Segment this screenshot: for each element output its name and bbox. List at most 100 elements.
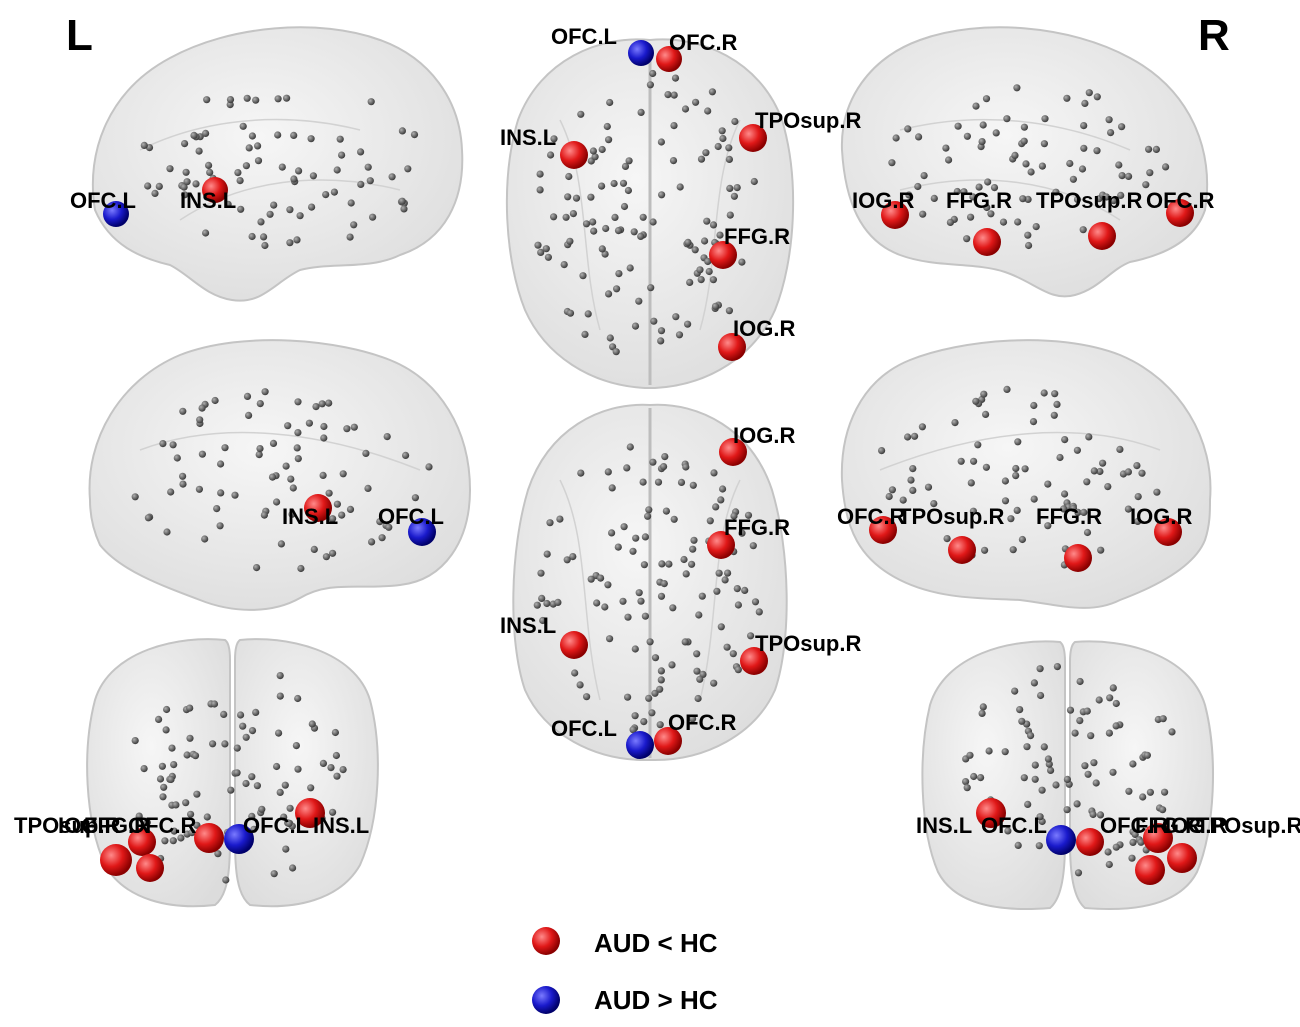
network-node: [276, 788, 284, 797]
brain-anterior-right-half: [234, 638, 379, 908]
roi-sphere-red: [709, 241, 737, 269]
network-node: [682, 570, 690, 578]
roi-label: TPOsup.R: [755, 631, 861, 656]
network-node: [1074, 869, 1083, 877]
network-node: [255, 451, 263, 459]
network-node: [631, 322, 640, 330]
network-node: [999, 218, 1008, 226]
roi-sphere-red: [1064, 544, 1092, 572]
network-node: [662, 507, 671, 515]
network-node: [282, 845, 290, 853]
network-node: [726, 211, 734, 219]
network-node: [151, 189, 159, 197]
network-node: [1093, 93, 1101, 101]
network-node: [537, 569, 545, 577]
network-node: [1087, 732, 1095, 740]
network-node: [307, 784, 315, 792]
roi-sphere-red: [560, 141, 588, 169]
roi-label: OFC.R: [128, 813, 197, 838]
network-node: [576, 681, 584, 689]
network-node: [613, 285, 621, 293]
network-node: [888, 159, 896, 167]
network-node: [1096, 811, 1105, 819]
network-node: [155, 715, 163, 724]
roi-label: IOG.R: [852, 188, 914, 213]
network-node: [981, 546, 989, 554]
network-node: [167, 775, 175, 784]
network-node: [967, 479, 975, 487]
network-node: [657, 327, 666, 335]
network-node: [143, 818, 151, 827]
network-node: [589, 147, 598, 155]
network-node: [186, 704, 194, 712]
network-node: [1003, 115, 1011, 123]
network-node: [918, 423, 927, 431]
roi-label: IOG.R: [58, 813, 120, 838]
roi-sphere-red: [128, 828, 156, 856]
network-node: [357, 180, 365, 188]
network-node: [294, 429, 302, 437]
network-node: [684, 320, 692, 328]
network-node: [690, 536, 698, 544]
network-node: [721, 576, 729, 584]
network-node: [1083, 528, 1092, 537]
network-node: [566, 309, 575, 317]
network-node: [648, 709, 656, 717]
network-node: [181, 140, 189, 148]
network-node: [163, 705, 171, 714]
network-node: [571, 669, 579, 677]
network-node: [978, 138, 986, 146]
network-node: [689, 715, 697, 723]
network-node: [402, 451, 410, 459]
network-node: [198, 450, 206, 458]
network-node: [242, 733, 250, 741]
roi-label: INS.L: [180, 188, 236, 213]
network-node: [693, 667, 701, 675]
network-node: [744, 511, 753, 519]
network-node: [892, 134, 900, 142]
network-node: [294, 455, 302, 463]
network-node: [158, 762, 166, 770]
network-node: [290, 131, 298, 139]
network-node: [195, 485, 203, 493]
roi-sphere-red: [1154, 518, 1182, 546]
network-node: [333, 500, 341, 508]
network-node: [712, 503, 720, 511]
network-node: [1001, 477, 1010, 485]
network-node: [1102, 193, 1111, 201]
network-node: [256, 400, 264, 408]
network-node: [320, 422, 328, 431]
network-node: [1084, 770, 1092, 778]
network-node: [319, 471, 327, 479]
network-node: [1097, 546, 1105, 554]
network-node: [329, 808, 337, 816]
network-node: [702, 149, 710, 157]
network-node: [676, 183, 684, 191]
network-node: [671, 74, 680, 82]
network-node: [657, 667, 666, 675]
network-node: [1052, 188, 1060, 196]
network-node: [915, 133, 923, 141]
network-node: [332, 751, 340, 760]
network-node: [704, 107, 712, 115]
network-node: [1001, 497, 1010, 505]
network-node: [533, 601, 541, 609]
network-node: [400, 205, 408, 213]
network-node: [1080, 144, 1088, 152]
network-node: [1110, 197, 1118, 205]
legend-label-increased: AUD > HC: [594, 985, 718, 1015]
network-node: [274, 131, 282, 139]
network-node: [635, 589, 643, 597]
network-node: [338, 151, 346, 159]
network-node: [1051, 390, 1059, 398]
network-node: [587, 193, 595, 201]
network-node: [308, 720, 316, 728]
network-node: [242, 162, 250, 170]
network-node: [665, 560, 673, 568]
roi-sphere-red: [948, 536, 976, 564]
network-node: [708, 88, 717, 96]
network-node: [357, 148, 365, 156]
network-node: [1053, 400, 1061, 408]
network-node: [160, 783, 168, 791]
network-node: [604, 581, 612, 589]
